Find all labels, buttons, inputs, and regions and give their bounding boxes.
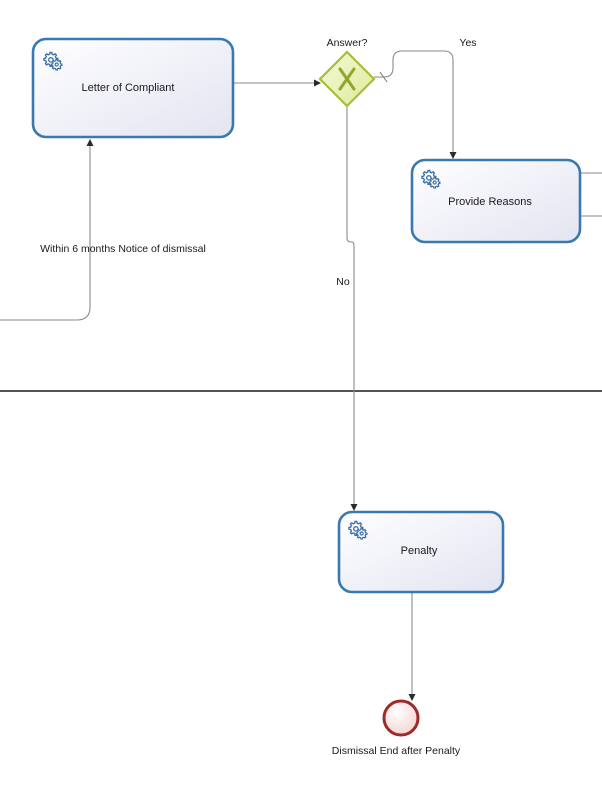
task-letter-of-compliant[interactable]: Letter of Compliant xyxy=(31,37,235,139)
end-event-label: Dismissal End after Penalty xyxy=(332,745,461,757)
sequence-flows xyxy=(0,50,602,701)
task-penalty[interactable]: Penalty xyxy=(337,510,505,594)
flow-no[interactable] xyxy=(346,104,358,511)
task-label-letter-of-compliant: Letter of Compliant xyxy=(82,82,175,94)
task-provide-reasons[interactable]: Provide Reasons xyxy=(410,158,582,244)
flow-label-no: No xyxy=(336,276,350,288)
gateway-label: Answer? xyxy=(327,37,368,49)
flow-within-6-months[interactable] xyxy=(0,139,94,321)
flow-yes[interactable] xyxy=(374,50,457,159)
task-label-provide-reasons: Provide Reasons xyxy=(448,196,532,208)
x-mark-icon xyxy=(338,67,356,91)
default-flow-marker xyxy=(379,71,388,83)
flow-label-within-6-months: Within 6 months Notice of dismissal xyxy=(40,243,206,255)
exclusive-gateway[interactable] xyxy=(318,50,376,108)
task-label-penalty: Penalty xyxy=(401,545,438,557)
end-event[interactable] xyxy=(382,699,420,737)
flow-label-yes: Yes xyxy=(459,37,476,49)
